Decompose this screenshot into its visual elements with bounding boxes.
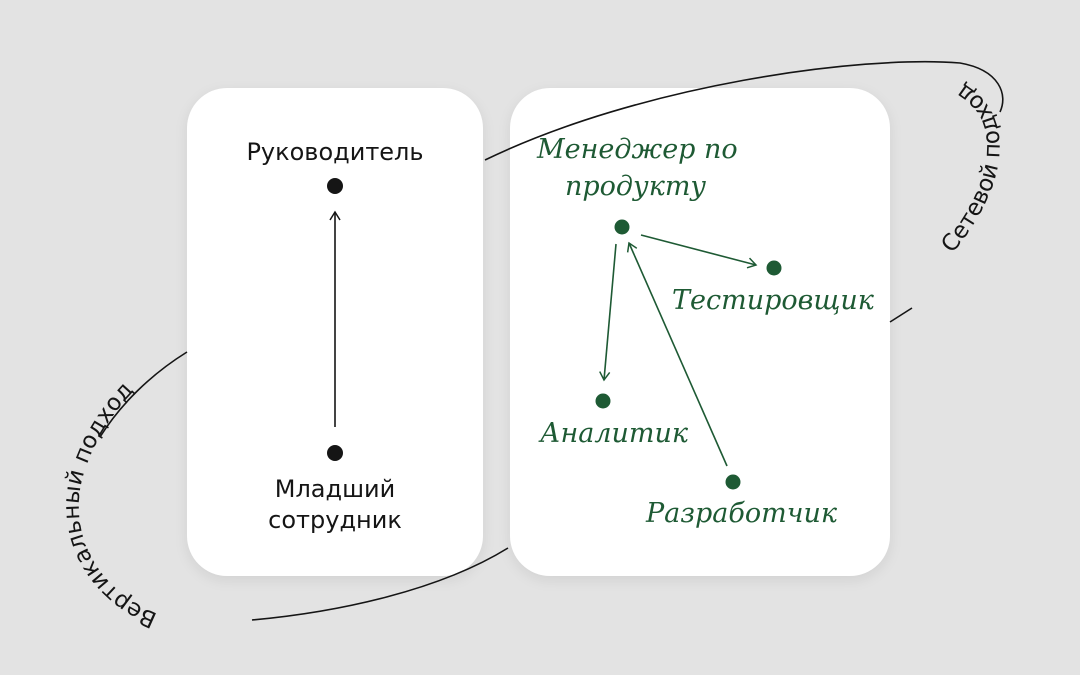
- tester-label: Тестировщик: [672, 285, 875, 316]
- tester-node-dot: [766, 260, 782, 276]
- developer-label: Разработчик: [645, 498, 838, 529]
- network-approach-caption: Сетевой подход: [936, 78, 1005, 257]
- manager-to-tester-arrow: [640, 234, 758, 269]
- vertical-approach-caption: Вертикальный подход: [59, 377, 161, 632]
- developer-node-dot: [725, 474, 741, 490]
- top-node-label: Руководитель: [246, 138, 423, 166]
- analyst-node-dot: [595, 393, 611, 409]
- analyst-label: Аналитик: [538, 418, 689, 449]
- manager-label-line2: продукту: [565, 171, 706, 202]
- orbit-line-left: [99, 351, 188, 438]
- orbit-line-right: [889, 307, 913, 323]
- bottom-node-dot: [327, 445, 343, 461]
- bottom-node-label-line2: сотрудник: [268, 506, 402, 534]
- network-approach-card: [510, 88, 890, 576]
- developer-to-manager-arrow: [626, 241, 728, 467]
- orbit-line-top: [484, 60, 1004, 161]
- manager-node-dot: [614, 219, 630, 235]
- top-node-dot: [327, 178, 343, 194]
- manager-to-analyst-arrow: [599, 243, 617, 382]
- orbit-line-bottom: [251, 547, 509, 621]
- manager-label-line1: Менеджер по: [536, 134, 738, 165]
- bottom-node-label-line1: Младший: [275, 475, 396, 503]
